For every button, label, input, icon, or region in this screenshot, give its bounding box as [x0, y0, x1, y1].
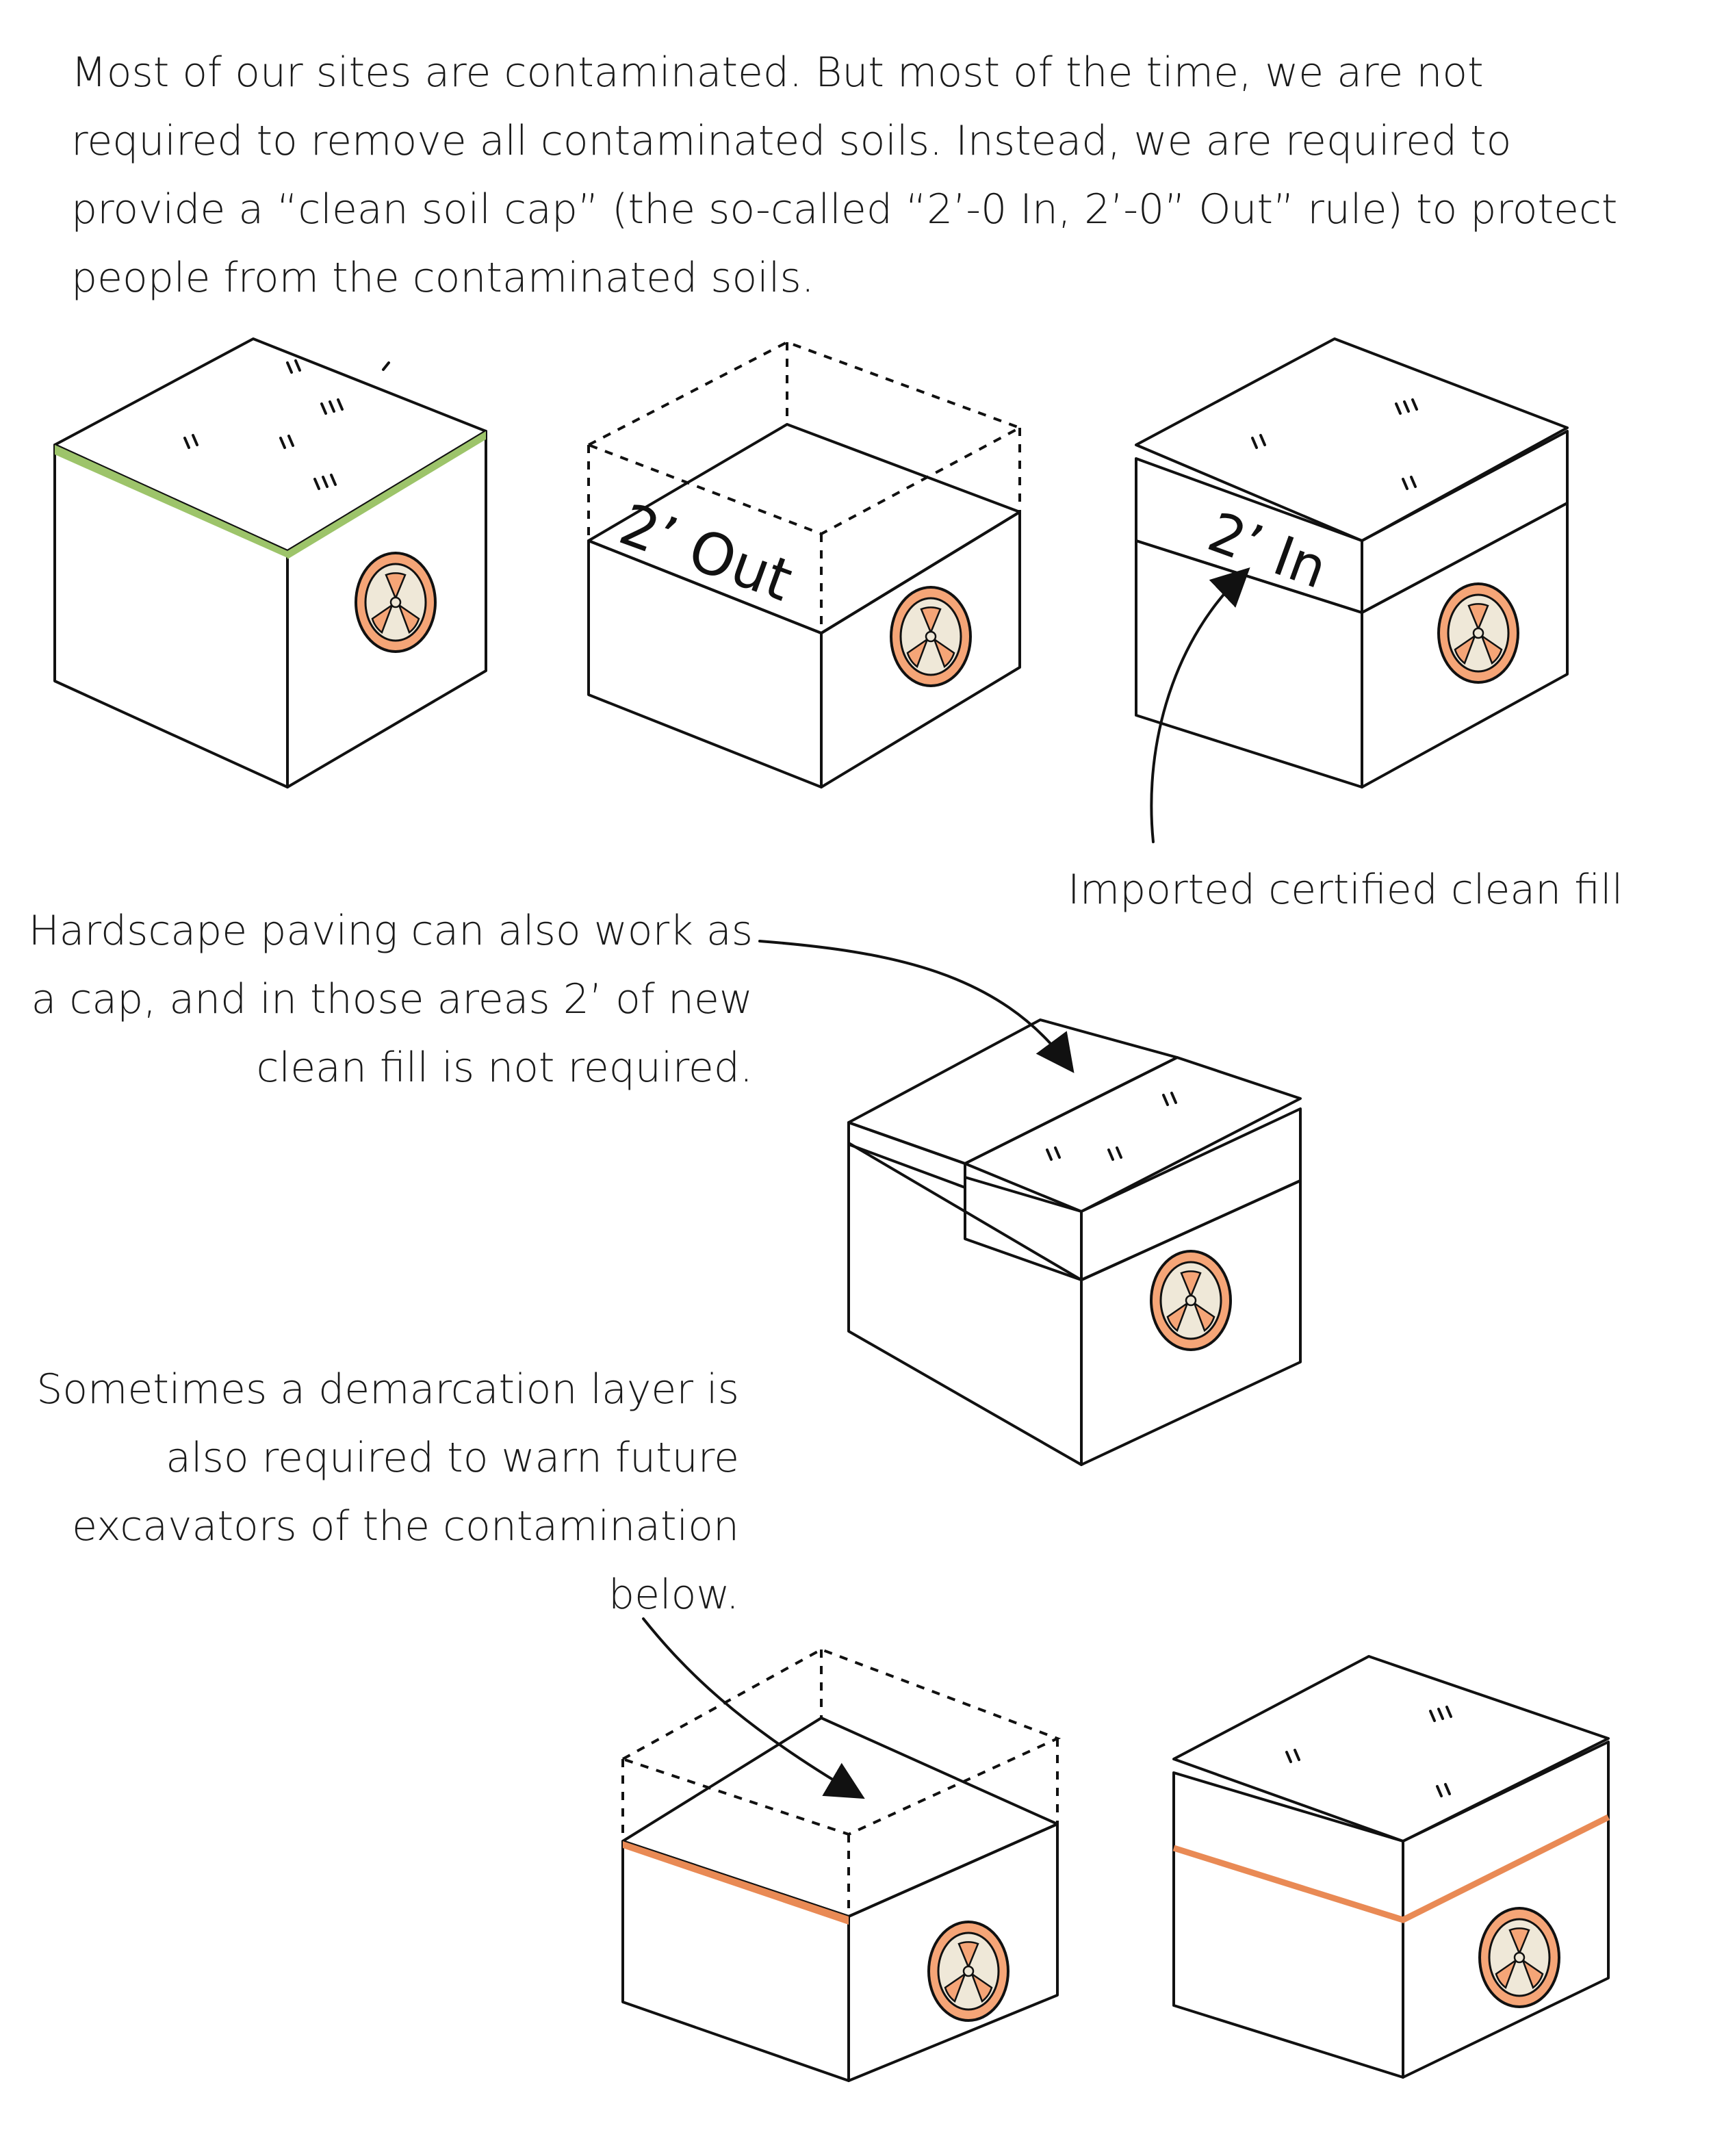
hazard-icon — [1437, 582, 1519, 684]
hazard-icon — [1478, 1907, 1560, 2008]
block-hardscape — [847, 1018, 1302, 1466]
block-demarcation — [619, 1647, 1062, 2082]
arrow-icon — [642, 1617, 865, 1799]
hazard-icon — [355, 552, 437, 653]
hazard-icon — [927, 1921, 1009, 2022]
hardscape-note: Hardscape paving can also work as a cap,… — [28, 907, 753, 1092]
block-capped: 2’ In — [1135, 337, 1569, 788]
demarcation-note: Sometimes a demarcation layer is also re… — [36, 1365, 739, 1619]
hazard-icon — [1150, 1250, 1232, 1351]
clean-fill-label: Imported certified clean fill — [1068, 866, 1623, 914]
arrow-icon — [1150, 567, 1250, 843]
arrow-icon — [758, 940, 1075, 1073]
intro-paragraph: Most of our sites are contaminated. But … — [71, 49, 1618, 302]
label-2-out: 2’ Out — [611, 491, 801, 615]
block-demarcation-capped — [1172, 1655, 1610, 2079]
block-excavated: 2’ Out — [585, 340, 1023, 788]
hazard-icon — [890, 586, 972, 687]
label-2-in: 2’ In — [1200, 500, 1335, 601]
block-existing — [53, 337, 487, 788]
